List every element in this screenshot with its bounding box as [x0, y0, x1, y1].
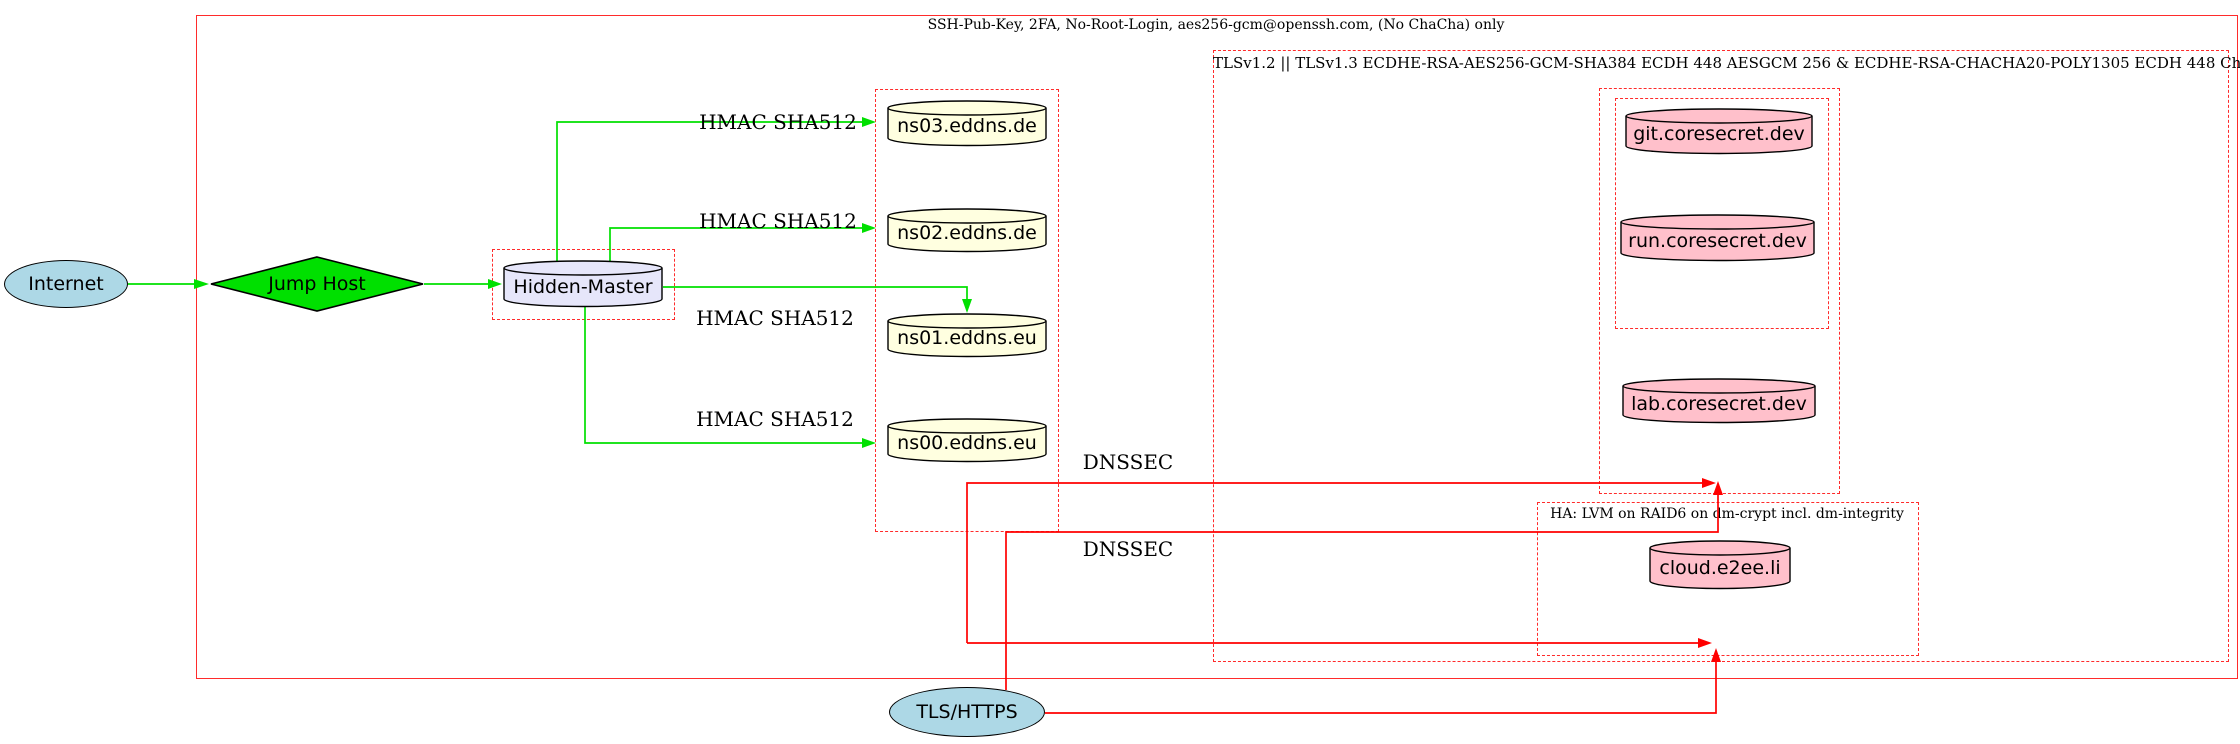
diamond-shape	[210, 256, 424, 312]
edge-label-dnssec-1: DNSSEC	[1082, 450, 1174, 474]
node-cloud-label: cloud.e2ee.li	[1659, 556, 1781, 579]
arrowhead-dns-ha	[1698, 638, 1712, 648]
cluster-ssh-label: SSH-Pub-Key, 2FA, No-Root-Login, aes256-…	[927, 17, 1505, 33]
node-git: git.coresecret.dev	[1625, 108, 1813, 155]
edge-hiddenmaster-ns02	[609, 227, 862, 261]
edge-dns-coresecret	[966, 482, 1702, 643]
cylinder-shape	[1625, 108, 1813, 155]
node-ns02-label: ns02.eddns.de	[897, 222, 1037, 244]
edge-label-hmac-ns03: HMAC SHA512	[699, 110, 857, 134]
arrowhead-tls-coresecret	[1713, 481, 1723, 495]
edge-label-hmac-ns00: HMAC SHA512	[696, 407, 854, 431]
arrowhead-internet-jumphost	[194, 279, 209, 289]
node-lab: lab.coresecret.dev	[1622, 378, 1816, 424]
edge-label-hmac-ns01: HMAC SHA512	[696, 306, 854, 330]
node-ns00-label: ns00.eddns.eu	[897, 432, 1037, 454]
cluster-tls-box	[1213, 50, 2229, 662]
edge-label-hmac-ns02: HMAC SHA512	[699, 209, 857, 233]
node-ns01: ns01.eddns.eu	[887, 313, 1047, 358]
node-run: run.coresecret.dev	[1620, 214, 1815, 262]
arrowhead-ns03	[862, 117, 876, 127]
cluster-coresecret-inner-box	[1615, 98, 1829, 329]
node-tls-https: TLS/HTTPS	[889, 687, 1045, 737]
edge-hiddenmaster-ns03	[556, 121, 862, 261]
node-cloud: cloud.e2ee.li	[1649, 540, 1791, 590]
node-ns02: ns02.eddns.de	[887, 208, 1047, 253]
node-ns03-label: ns03.eddns.de	[897, 115, 1037, 137]
cylinder-shape	[503, 260, 663, 308]
node-internet-label: Internet	[28, 273, 104, 295]
cylinder-shape	[887, 208, 1047, 253]
node-hidden-master: Hidden-Master	[503, 260, 663, 308]
node-run-label: run.coresecret.dev	[1628, 229, 1807, 252]
node-ns00: ns00.eddns.eu	[887, 418, 1047, 463]
node-internet: Internet	[4, 260, 128, 308]
node-hidden-master-label: Hidden-Master	[513, 275, 653, 298]
node-lab-label: lab.coresecret.dev	[1631, 392, 1807, 415]
cluster-ssh-box	[196, 15, 2238, 679]
cylinder-shape	[887, 418, 1047, 463]
edge-tls-ha	[1045, 662, 1717, 714]
cylinder-shape	[1620, 214, 1815, 262]
cylinder-shape	[887, 313, 1047, 358]
node-ns03: ns03.eddns.de	[887, 100, 1047, 147]
node-git-label: git.coresecret.dev	[1633, 123, 1805, 145]
cluster-ha-box	[1537, 502, 1919, 656]
arrowhead-ns00	[862, 438, 876, 448]
node-jump-host-label: Jump Host	[268, 273, 366, 295]
edge-label-dnssec-2: DNSSEC	[1082, 537, 1174, 561]
node-jump-host: Jump Host	[210, 256, 424, 312]
node-ns01-label: ns01.eddns.eu	[897, 327, 1037, 349]
cylinder-shape	[887, 100, 1047, 147]
edge-hiddenmaster-ns00	[584, 306, 862, 444]
edge-hiddenmaster-ns01	[663, 286, 968, 299]
cylinder-shape	[1622, 378, 1816, 424]
arrowhead-jumphost-hiddenmaster	[488, 279, 502, 289]
arrowhead-tls-ha	[1711, 648, 1721, 662]
arrowhead-ns01	[962, 299, 972, 313]
arrowhead-dns-coresecret	[1702, 478, 1716, 488]
cluster-tls-label: TLSv1.2 || TLSv1.3 ECDHE-RSA-AES256-GCM-…	[1213, 54, 2240, 72]
edge-tls-coresecret	[1005, 495, 1719, 690]
node-tls-https-label: TLS/HTTPS	[916, 701, 1018, 723]
cluster-ha-label: HA: LVM on RAID6 on dm-crypt incl. dm-in…	[1550, 506, 1904, 522]
arrowhead-ns02	[862, 223, 876, 233]
cylinder-shape	[1649, 540, 1791, 590]
